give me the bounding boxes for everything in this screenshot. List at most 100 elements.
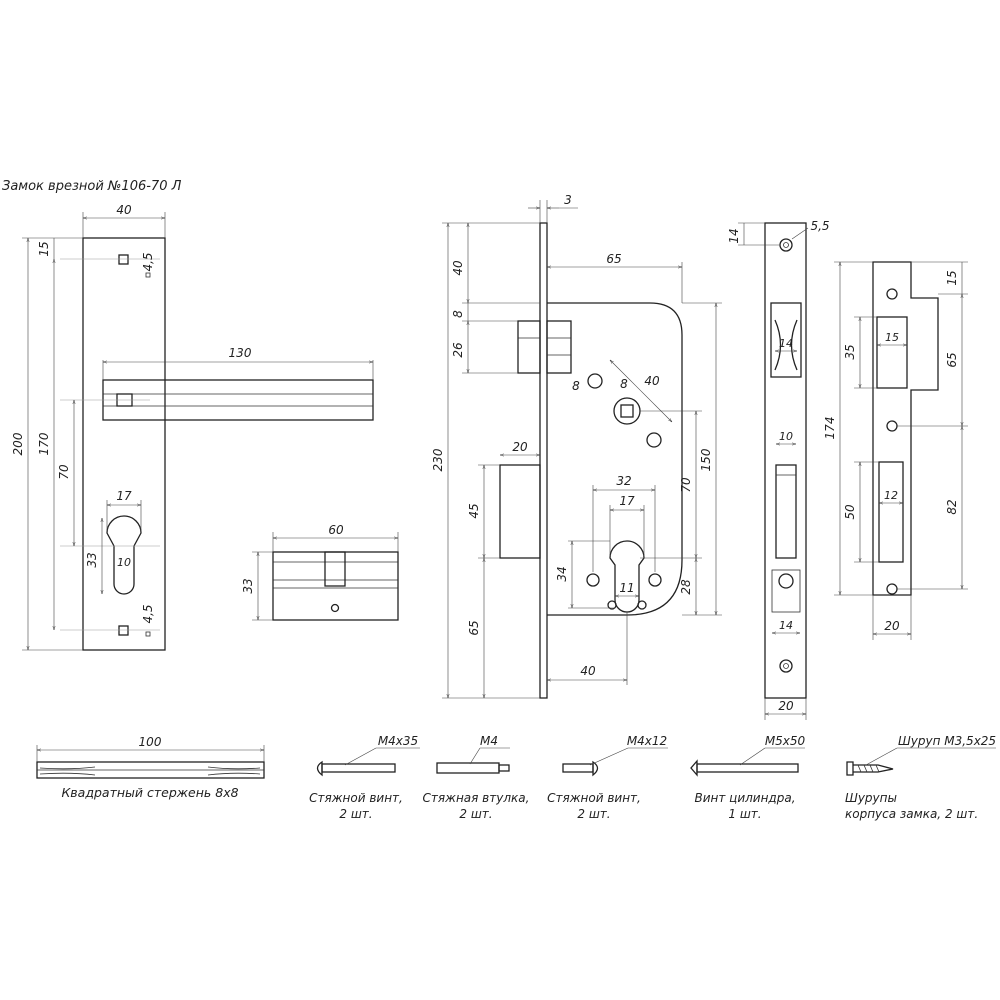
lock-latch: [517, 320, 541, 374]
bushing-m4: [436, 762, 500, 774]
item5-caption2: корпуса замка, 2 шт.: [845, 807, 978, 821]
lock-hole-upper-left: [587, 373, 603, 389]
cylinder-screw-hole: [330, 603, 340, 613]
strike-upper-cutout: [876, 316, 908, 389]
faceplate-bottom-screw: [779, 659, 793, 673]
dim-handle-height: 200: [11, 432, 25, 455]
dim-cyl-width-11: 11: [619, 581, 634, 595]
item4-caption1: Винт цилиндра,: [694, 791, 795, 805]
dim-backset: 65: [606, 252, 621, 266]
lock-case: [547, 302, 683, 616]
faceplate-top-screw: [779, 238, 793, 252]
dim-strike-lower-span: 82: [945, 499, 959, 514]
dim-strike-upper-cutout-w: 15: [885, 331, 899, 344]
lock-hole-left: [586, 573, 600, 587]
lock-follower: [613, 397, 641, 425]
screw-m4x35: [321, 763, 396, 773]
dim-strike-height: 174: [823, 417, 837, 440]
lock-faceplate: [539, 222, 548, 699]
item2-size: М4: [480, 734, 498, 748]
dim-hole-8a: 8: [572, 379, 580, 393]
dim-strike-lower-cutout-h: 50: [843, 504, 857, 520]
lock-body-view: 3 65 40 8 26 230 20 45 65 40 8 8 15: [431, 193, 722, 699]
faceplate-bolt-slot: [775, 464, 797, 559]
dim-overall-height: 230: [431, 448, 445, 471]
dim-handle-width: 40: [116, 203, 132, 217]
dim-center-distance: 70: [679, 477, 693, 493]
dim-lever-to-key: 70: [57, 464, 71, 480]
dim-strike-top: 15: [945, 270, 959, 285]
rod-caption: Квадратный стержень 8х8: [61, 785, 238, 800]
dim-hole-spacing-32: 32: [616, 474, 631, 488]
wood-screw: [846, 761, 854, 776]
dim-faceplate-top-offset: 14: [727, 228, 741, 243]
dim-strike-upper-cutout-h: 35: [843, 344, 857, 359]
dim-diag-40: 40: [644, 374, 660, 388]
lock-hole-right: [648, 573, 662, 587]
handle-top-hole: [118, 254, 129, 265]
faceplate-mid-screw: [778, 573, 794, 589]
dim-handle-top-offset: 15: [37, 241, 51, 256]
strike-top-screw: [886, 288, 898, 300]
dim-bottom-28: 28: [679, 579, 693, 595]
lock-follower-square: [620, 404, 634, 418]
dim-faceplate-slot-bottom: 14: [779, 619, 793, 632]
item4-caption2: 1 шт.: [728, 807, 761, 821]
drawing-title: Замок врезной №106-70 Л: [2, 179, 182, 194]
dim-faceplate-slot-mid: 10: [779, 430, 793, 443]
dim-latch-gap: 8: [451, 310, 465, 318]
strike-plate: [872, 261, 939, 596]
item4-size: М5х50: [765, 734, 806, 748]
dim-hole-8b: 8: [620, 377, 628, 391]
dim-bolt-width: 20: [512, 440, 528, 454]
handle-bottom-hole: [118, 625, 129, 636]
dim-key-width: 17: [116, 489, 132, 503]
strike-bottom-screw: [886, 583, 898, 595]
strike-mid-screw: [886, 420, 898, 432]
dim-body-height: 150: [699, 448, 713, 471]
handle-keyhole: [106, 515, 142, 595]
item1-size: М4х35: [378, 734, 418, 748]
dim-faceplate-slot-top: 14: [779, 337, 793, 350]
strike-view: 15 65 82 174 35 15 50 12 20: [823, 261, 968, 640]
dim-key-radius: 10: [117, 556, 131, 569]
item2-caption2: 2 шт.: [459, 807, 492, 821]
lock-latch-inner: [546, 320, 572, 374]
item3-size: М4х12: [627, 734, 667, 748]
dim-cyl-height-34: 34: [555, 566, 569, 581]
dim-faceplate-width: 20: [778, 699, 794, 713]
dim-latch-height: 26: [451, 342, 465, 358]
strike-lower-cutout: [878, 461, 904, 563]
dim-rod-length: 100: [139, 735, 162, 749]
item2-caption1: Стяжная втулка,: [423, 791, 530, 805]
item5-caption1: Шурупы: [845, 791, 897, 805]
dim-key-height: 33: [85, 552, 99, 567]
cylinder-view: 60 33: [241, 523, 399, 621]
faceplate-view: 14 5,5 14 10 14 20: [727, 219, 830, 720]
item5-size: Шуруп М3,5х25: [898, 734, 996, 748]
dim-handle-hole-bottom: 4,5: [141, 604, 155, 623]
item1-caption1: Стяжной винт,: [309, 791, 403, 805]
faceplate-plate: [764, 222, 807, 699]
item3-caption1: Стяжной винт,: [547, 791, 641, 805]
lock-deadbolt: [499, 464, 541, 559]
cylinder-cam: [324, 551, 346, 587]
dim-faceplate-thickness: 3: [564, 193, 572, 207]
lock-hole-lower-right: [646, 432, 662, 448]
dim-bolt-height: 45: [467, 503, 481, 518]
dim-handle-hole-spacing: 170: [37, 432, 51, 455]
dim-strike-lower-cutout-w: 12: [884, 489, 898, 502]
dim-strike-width: 20: [884, 619, 900, 633]
dim-bottom-to-bolt: 65: [467, 620, 481, 635]
dim-cyl-backset: 40: [580, 664, 596, 678]
item3-caption2: 2 шт.: [577, 807, 610, 821]
handle-view: 40 200 170 15 4,5 4,5 130 70 17 33 10: [11, 203, 374, 651]
dim-handle-hole-top: 4,5: [141, 252, 155, 271]
item1-caption2: 2 шт.: [339, 807, 372, 821]
dim-cylinder-height: 33: [241, 578, 255, 593]
dim-lever-length: 130: [229, 346, 252, 360]
lock-cylinder-hole: [609, 540, 645, 613]
dim-cylinder-length: 60: [328, 523, 344, 537]
accessories: 100 Квадратный стержень 8х8 М4х35 Стяжно…: [36, 734, 996, 821]
